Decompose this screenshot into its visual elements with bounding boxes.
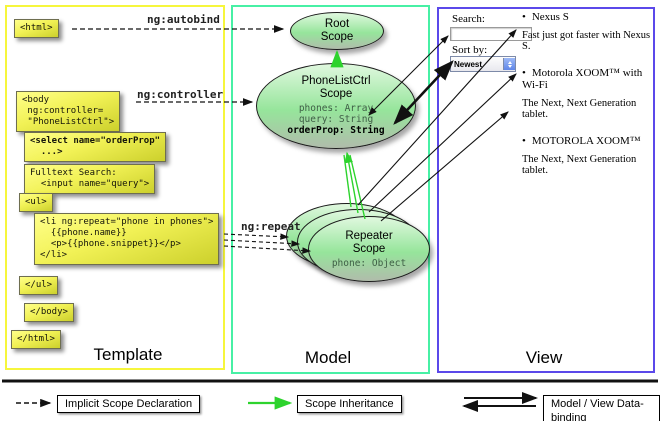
ng-controller-label: ng:controller	[137, 88, 224, 101]
code-box-li-repeat: <li ng:repeat="phone in phones"> {{phone…	[34, 213, 220, 265]
phone-list: •Nexus S Fast just got faster with Nexus…	[522, 11, 652, 191]
legend-scope-inheritance-box: Scope Inheritance	[297, 395, 402, 413]
root-scope-title: Root Scope	[320, 18, 354, 43]
code-box-body-open: <body ng:controller= "PhoneListCtrl">	[16, 91, 121, 132]
phone-description: The Next, Next Generation tablet.	[522, 154, 637, 176]
sort-by-label: Sort by:	[452, 44, 488, 56]
legend-data-binding-box: Model / View Data-binding	[543, 395, 660, 421]
phone-list-item: •Nexus S Fast just got faster with Nexus…	[522, 11, 652, 52]
code-box-select-orderprop: <select name="orderProp" ...>	[24, 132, 167, 162]
phonelistctrl-scope-title: PhoneListCtrl Scope	[301, 75, 371, 100]
sort-dropdown-value: Newest	[454, 59, 483, 69]
phone-name: •MOTOROLA XOOM™	[522, 135, 641, 147]
phonelistctrl-scope-orderprop: orderProp: String	[287, 125, 385, 136]
model-panel-label: Model	[304, 348, 352, 367]
code-box-ul-close: </ul>	[19, 276, 59, 295]
ng-autobind-label: ng:autobind	[147, 13, 220, 26]
phone-list-item: •Motorola XOOM™ with Wi-Fi The Next, Nex…	[522, 67, 652, 120]
code-box-body-close: </body>	[24, 303, 74, 322]
phone-description: Fast just got faster with Nexus S.	[522, 30, 651, 52]
ng-repeat-label: ng:repeat	[241, 220, 301, 233]
code-box-html-close: </html>	[11, 330, 61, 349]
repeater-scope-prop: phone: Object	[331, 257, 407, 269]
repeater-scope-title: Repeater Scope	[345, 229, 393, 255]
repeater-scope-ellipse: Repeater Scope phone: Object	[308, 216, 430, 282]
search-label: Search:	[452, 13, 485, 25]
phone-name: •Motorola XOOM™ with Wi-Fi	[522, 67, 643, 91]
root-scope-ellipse: Root Scope	[290, 12, 384, 50]
model-panel	[231, 5, 430, 374]
code-box-html-open: <html>	[14, 19, 59, 38]
sort-dropdown[interactable]: Newest	[450, 56, 516, 72]
dropdown-stepper-icon	[503, 58, 515, 70]
phone-name: •Nexus S	[522, 11, 569, 23]
code-box-ul-open: <ul>	[19, 193, 53, 212]
bullet-icon: •	[522, 11, 526, 23]
view-panel-label: View	[525, 348, 563, 367]
bullet-icon: •	[522, 135, 526, 147]
search-input[interactable]	[450, 27, 532, 41]
legend-implicit-scope-box: Implicit Scope Declaration	[57, 395, 201, 413]
phone-description: The Next, Next Generation tablet.	[522, 98, 637, 120]
bullet-icon: •	[522, 67, 526, 79]
code-box-fulltext-search: Fulltext Search: <input name="query">	[24, 164, 156, 194]
phone-list-item: •MOTOROLA XOOM™ The Next, Next Generatio…	[522, 135, 652, 176]
phonelistctrl-scope-ellipse: PhoneListCtrl Scope phones: Array query:…	[256, 63, 416, 149]
template-panel-label: Template	[93, 345, 163, 364]
phonelistctrl-scope-props: phones: Array query: String	[298, 103, 374, 125]
